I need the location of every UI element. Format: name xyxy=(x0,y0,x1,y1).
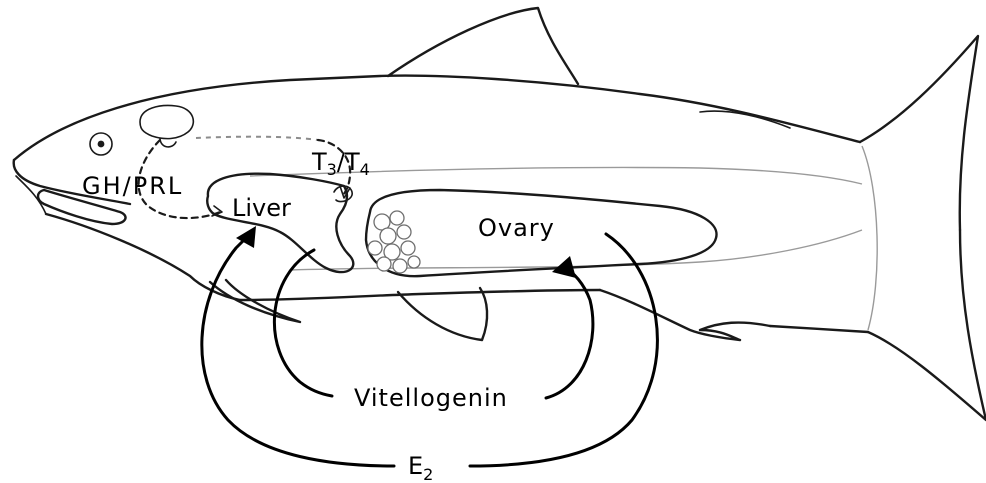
anal-fin xyxy=(600,290,770,340)
feedback-arrows xyxy=(202,226,658,466)
pituitary-thyroid-pathway xyxy=(196,137,318,140)
egg xyxy=(401,241,415,255)
egg xyxy=(380,228,396,244)
gh-prl-label: GH/PRL xyxy=(82,172,183,200)
pelvic-fin xyxy=(398,288,487,340)
t3-t4-label: T3/T4 xyxy=(311,148,370,179)
diagram-labels: GH/PRL T3/T4 Liver Ovary Vitellogenin E2 xyxy=(82,148,555,483)
t3-t4-slash: /T xyxy=(337,148,360,176)
fish-belly xyxy=(240,290,600,300)
estradiol-main: E xyxy=(408,452,423,480)
vitellogenin-label: Vitellogenin xyxy=(354,384,508,412)
t3-subscript: 3 xyxy=(327,160,337,179)
egg xyxy=(368,241,382,255)
fish-ventral-edge-front xyxy=(46,214,240,300)
egg xyxy=(390,211,404,225)
egg xyxy=(393,259,407,273)
egg-cluster xyxy=(368,211,420,273)
liver-label: Liver xyxy=(232,194,291,222)
caudal-peduncle-line xyxy=(862,146,877,330)
fish-ventral-edge-rear xyxy=(770,326,868,332)
estradiol-arc-to-liver xyxy=(202,236,394,466)
t4-subscript: 4 xyxy=(360,160,370,179)
caudal-fin-lower xyxy=(868,230,986,420)
egg xyxy=(397,225,411,239)
pectoral-fin xyxy=(210,280,300,322)
estradiol-label: E2 xyxy=(408,452,433,483)
pituitary-gland xyxy=(140,106,193,139)
caudal-fin-upper xyxy=(860,36,978,230)
ovary-label: Ovary xyxy=(478,214,555,242)
dorsal-fin xyxy=(388,8,578,84)
vitellogenin-arc-to-ovary xyxy=(546,266,593,398)
egg xyxy=(408,256,420,268)
fish-head xyxy=(14,106,194,224)
estradiol-subscript: 2 xyxy=(423,465,433,483)
t3-t4-main: T xyxy=(311,148,327,176)
eye-pupil xyxy=(98,141,105,148)
egg xyxy=(377,257,391,271)
vitellogenin-arc-from-liver xyxy=(274,250,332,396)
